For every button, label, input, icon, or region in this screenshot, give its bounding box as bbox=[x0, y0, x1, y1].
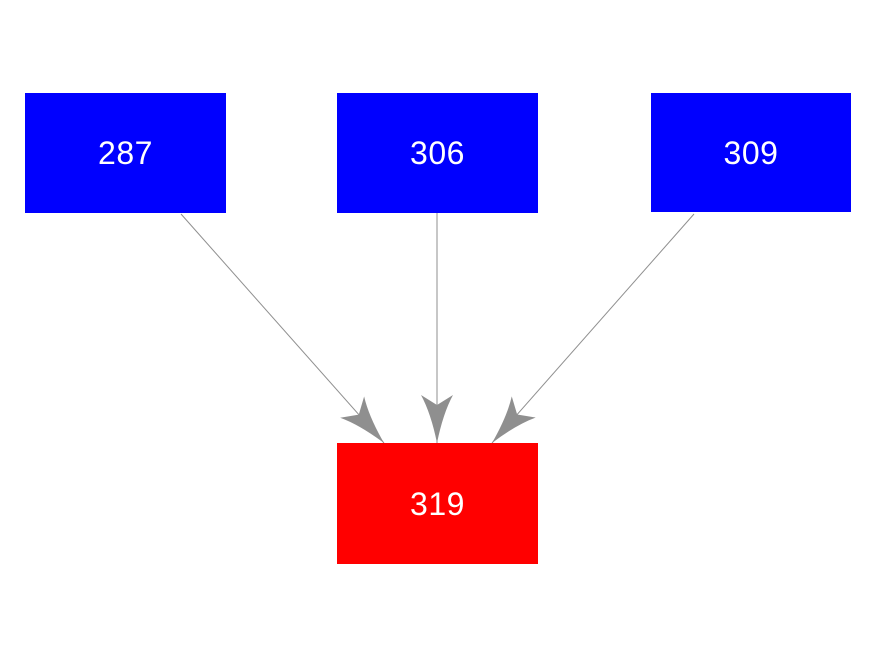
node-287[interactable]: 287 bbox=[25, 93, 226, 213]
node-label: 306 bbox=[410, 135, 465, 171]
node-306[interactable]: 306 bbox=[337, 93, 538, 213]
node-label: 287 bbox=[98, 135, 153, 171]
node-309[interactable]: 309 bbox=[651, 93, 851, 212]
node-label: 309 bbox=[723, 134, 779, 171]
node-319[interactable]: 319 bbox=[337, 443, 538, 564]
edge-309-to-319 bbox=[491, 213, 695, 444]
node-label: 319 bbox=[410, 485, 465, 522]
edge-287-to-319 bbox=[180, 213, 385, 444]
